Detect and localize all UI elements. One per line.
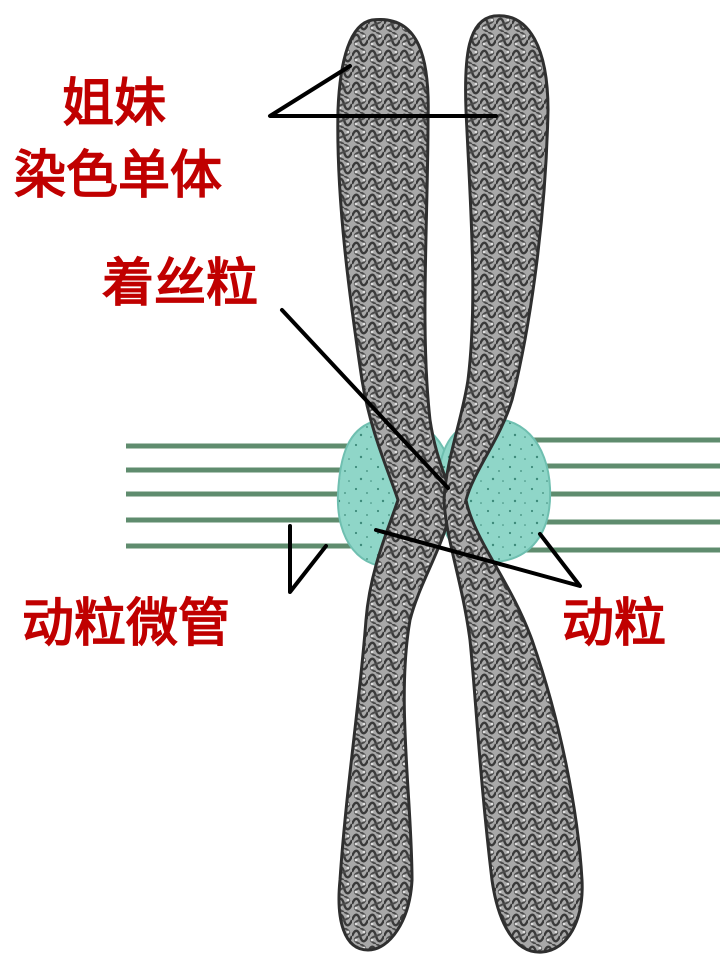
label-kinetochore: 动粒 (562, 598, 666, 650)
label-sister-chromatids-line2: 染色单体 (14, 150, 222, 202)
microtubules-left (126, 446, 360, 546)
label-kinetochore-microtubule: 动粒微管 (22, 598, 230, 650)
leader-kinetochore-microtubule (290, 526, 326, 592)
label-sister-chromatids-line1: 姐妹 (62, 78, 166, 130)
label-centromere: 着丝粒 (102, 258, 258, 310)
